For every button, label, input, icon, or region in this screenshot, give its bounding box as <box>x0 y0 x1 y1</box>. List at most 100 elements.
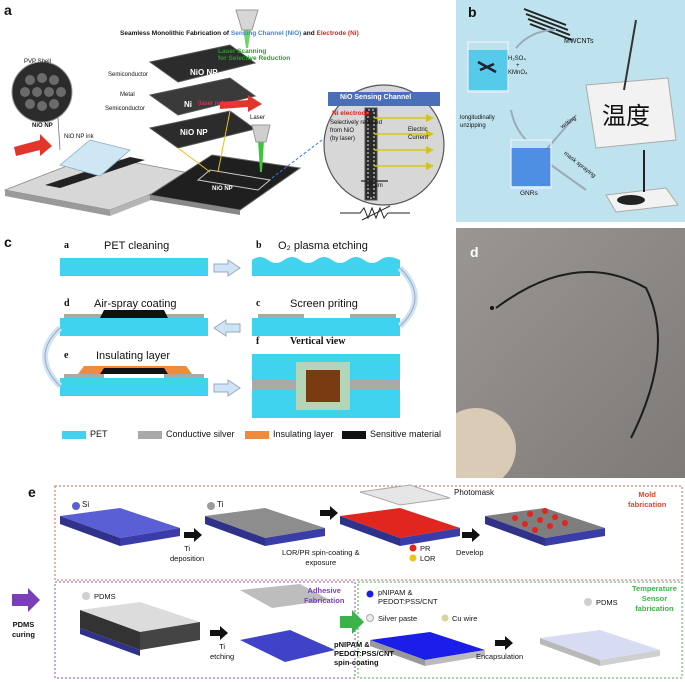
pdms-label: PDMS <box>94 592 116 601</box>
si-wafer <box>60 508 180 538</box>
arrow-ti-deposition <box>184 528 202 542</box>
arrow-c-d <box>213 319 241 337</box>
panel-label-b: b <box>468 4 477 20</box>
mwcnt-bundle <box>523 8 573 41</box>
nio-np-layer-bottom-label: NiO NP <box>180 128 208 137</box>
pdms-on-mold <box>80 602 200 632</box>
sensing-channel-label: NiO Sensing Channel <box>340 94 412 101</box>
purple-transition-arrow <box>12 588 40 612</box>
laser-scanning-label: Laser Scanning for Selective Reduction <box>218 48 291 62</box>
pvp-shell-label: PVP Shell <box>24 59 51 65</box>
step-d-letter: d <box>64 298 70 309</box>
nio-np-label: NiO NP <box>32 123 53 129</box>
mold-fabrication-box <box>54 485 683 581</box>
substrate-nio-np-label: NiO NP <box>212 186 233 192</box>
ni-layer <box>148 77 257 116</box>
selectively-reduced-label: Selectively reduced from NiO (by laser) <box>330 120 383 142</box>
semiconductor-top-label: Semiconductor <box>108 72 149 78</box>
pet-step-d <box>60 318 208 336</box>
laser-label: Laser <box>250 115 266 121</box>
reduction-arrow <box>220 95 262 112</box>
panel-label-a: a <box>4 2 12 18</box>
laser-reduced-label: (laser reduced) <box>198 101 239 107</box>
mold-fabrication-label: Mold fabrication <box>628 490 667 509</box>
arrow-a-b <box>213 259 241 277</box>
panel-a: a Seamless Monolithic Fabrication of Sen… <box>0 0 448 222</box>
legend-silver: Conductive silver <box>166 429 235 439</box>
step-b-letter: b <box>256 240 262 251</box>
lor-pr-label: LOR/PR spin-coating & exposure <box>282 548 360 567</box>
step-a-text: PET cleaning <box>104 240 170 252</box>
nio-np-layer-top-label: NiO NP <box>190 68 218 77</box>
fiber-sensor <box>495 271 659 439</box>
adhesive-base <box>240 630 335 662</box>
ni-label: Ni <box>184 100 192 109</box>
writing-paper <box>585 77 677 149</box>
temperature-fabrication-box <box>357 581 683 679</box>
temperature-fabrication-label: Temperature Sensor fabrication <box>632 584 677 613</box>
photomask-label: Photomask <box>454 488 495 497</box>
legend-swatch-sensitive <box>342 431 366 439</box>
adhesive-fabrication-label: Adhesive Fabrication <box>304 586 345 605</box>
calligraphy-text: 温度 <box>602 102 650 130</box>
pdms2-label: PDMS <box>596 598 618 607</box>
resistor-symbol <box>340 206 410 220</box>
pnipam-legend-label: pNIPAM & PEDOT:PSS/CNT <box>378 588 438 606</box>
legend-sensitive: Sensitive material <box>370 429 442 439</box>
arrow-lor-pr <box>320 506 338 520</box>
panel-e-illustration <box>12 484 683 679</box>
nio-layer-top <box>148 44 257 83</box>
panel-c: c a PET cleaning b O₂ plasma etching d A… <box>0 228 448 446</box>
pnipam-coated-film <box>370 632 485 660</box>
scale-bar-label: 50 µm <box>366 183 383 189</box>
pnipam-spin-label: pNIPAM & PEDOT:PSS/CNT spin-coating <box>334 640 395 667</box>
step-f-letter: f <box>256 336 260 347</box>
encapsulated-sensor <box>540 630 660 660</box>
arrow-encapsulation <box>495 636 513 650</box>
beaker-gnrs <box>511 148 551 186</box>
arrow-ti-etching <box>210 626 228 640</box>
encapsulation-label: Encapsulation <box>476 652 524 661</box>
cu-wire-label: Cu wire <box>452 614 478 623</box>
panel-label-c: c <box>4 234 12 250</box>
step-a-letter: a <box>64 240 69 251</box>
legend-swatch-insulating <box>245 431 269 439</box>
ti-wafer <box>205 508 325 538</box>
step-e-letter: e <box>64 350 69 361</box>
sensitive-material-d <box>100 310 168 318</box>
panel-b: b MWCNTs H₂SO₄ + KMnO₄ longitudinally un… <box>456 0 685 222</box>
step-c-letter: c <box>256 298 261 309</box>
metal-label: Metal <box>120 92 135 98</box>
laser-beam-top <box>243 28 251 48</box>
h2so4-label: H₂SO₄ <box>508 56 526 62</box>
coating-label: coating <box>8 136 30 142</box>
unzipping-label: longitudinally unzipping <box>460 115 495 129</box>
plus-label: + <box>516 63 520 69</box>
pr-label: PR <box>420 544 431 553</box>
sensitive-square <box>306 370 340 402</box>
brush <box>623 19 637 91</box>
panel-a-illustration <box>3 9 445 221</box>
ti-label: Ti <box>217 500 224 509</box>
pet-step-e <box>60 378 208 396</box>
panel-d: d <box>456 228 685 478</box>
panel-label-d: d <box>470 244 479 260</box>
nio-np-ink-label: NiO NP ink <box>64 134 94 140</box>
peeled-adhesive <box>240 584 330 608</box>
coating-arrow <box>14 134 52 156</box>
kmno4-label: KMnO₄ <box>508 70 528 76</box>
shell-object <box>456 408 516 478</box>
step-e-text: Insulating layer <box>96 350 170 362</box>
beaker-acid <box>468 50 508 90</box>
channel-zoom-circle <box>323 84 445 206</box>
step-d-text: Air-spray coating <box>94 298 177 310</box>
pdms-curing-label: PDMS curing <box>12 620 35 639</box>
si-label: Si <box>82 500 90 509</box>
legend-insulating: Insulating layer <box>273 429 334 439</box>
ti-etching-label: Ti etching <box>210 642 235 661</box>
sensing-channel-band <box>328 92 440 106</box>
legend-swatch-pet <box>62 431 86 439</box>
pet-step-c <box>252 318 400 336</box>
silver-paste-label: Silver paste <box>378 614 418 623</box>
legend-swatch-silver <box>138 431 162 439</box>
